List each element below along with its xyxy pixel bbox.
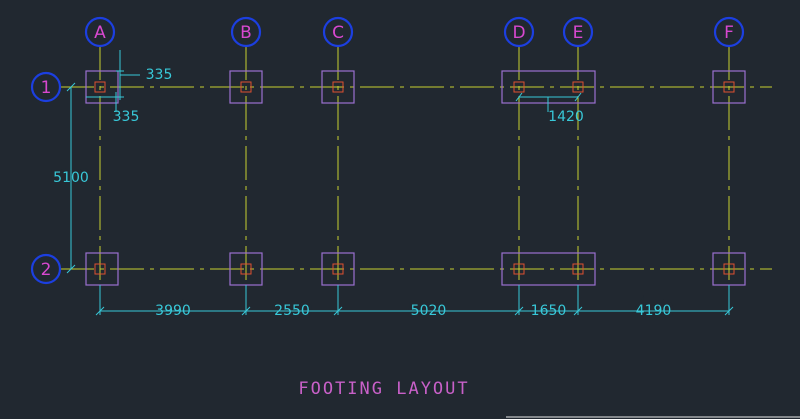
grid-label-b: B xyxy=(240,23,252,43)
dimension-footing-offset-y: 335 xyxy=(113,109,140,125)
tick-mark-d-e-right xyxy=(574,92,582,102)
footings xyxy=(85,70,746,286)
column-b2 xyxy=(240,263,252,275)
column-c2 xyxy=(332,263,344,275)
footing-c1 xyxy=(321,70,355,104)
dimensions: 3990 2550 5020 1650 4190 5100 335 335 14… xyxy=(50,50,734,322)
footing-a2 xyxy=(85,252,119,286)
drawing-title: FOOTING LAYOUT xyxy=(298,379,469,399)
grid-axes xyxy=(60,46,772,305)
dimension-d-e-spacing: 1420 xyxy=(548,109,584,125)
grid-bubble-a xyxy=(84,16,116,48)
grid-bubble-c xyxy=(322,16,354,48)
grid-label-d: D xyxy=(512,23,525,43)
column-e2 xyxy=(572,263,584,275)
tick-mark-c xyxy=(333,306,343,316)
grid-label-c: C xyxy=(332,23,344,43)
tick-mark-2 xyxy=(66,264,76,274)
grid-bubble-f xyxy=(713,16,745,48)
grid-bubble-1 xyxy=(30,71,62,103)
column-d2 xyxy=(513,263,525,275)
grid-label-2: 2 xyxy=(41,260,52,280)
dimension-footing-offset-x: 335 xyxy=(146,67,173,83)
column-b1 xyxy=(240,81,252,93)
column-a2 xyxy=(94,263,106,275)
tick-mark-d xyxy=(514,306,524,316)
column-c1 xyxy=(332,81,344,93)
tick-mark-a xyxy=(95,306,105,316)
grid-bubble-b xyxy=(230,16,262,48)
grid-label-a: A xyxy=(94,23,106,43)
grid-bubble-2 xyxy=(30,253,62,285)
grid-bubble-e xyxy=(562,16,594,48)
tick-mark-f xyxy=(724,306,734,316)
column-f1 xyxy=(723,81,735,93)
column-e1 xyxy=(572,81,584,93)
column-f2 xyxy=(723,263,735,275)
column-a1 xyxy=(94,81,106,93)
grid-label-1: 1 xyxy=(41,78,52,98)
footing-b1 xyxy=(229,70,263,104)
grid-label-f: F xyxy=(724,23,734,43)
tick-mark-d-e-left xyxy=(515,92,523,102)
tick-mark-1 xyxy=(66,82,76,92)
footing-f1 xyxy=(712,70,746,104)
tick-mark-e xyxy=(573,306,583,316)
footing-de2 xyxy=(501,252,596,286)
tick-mark-b xyxy=(241,306,251,316)
grid-bubble-d xyxy=(503,16,535,48)
grid-bubbles: A B C D E F 1 2 xyxy=(30,16,745,285)
column-d1 xyxy=(513,81,525,93)
footing-a1 xyxy=(85,70,119,104)
grid-label-e: E xyxy=(573,23,584,43)
